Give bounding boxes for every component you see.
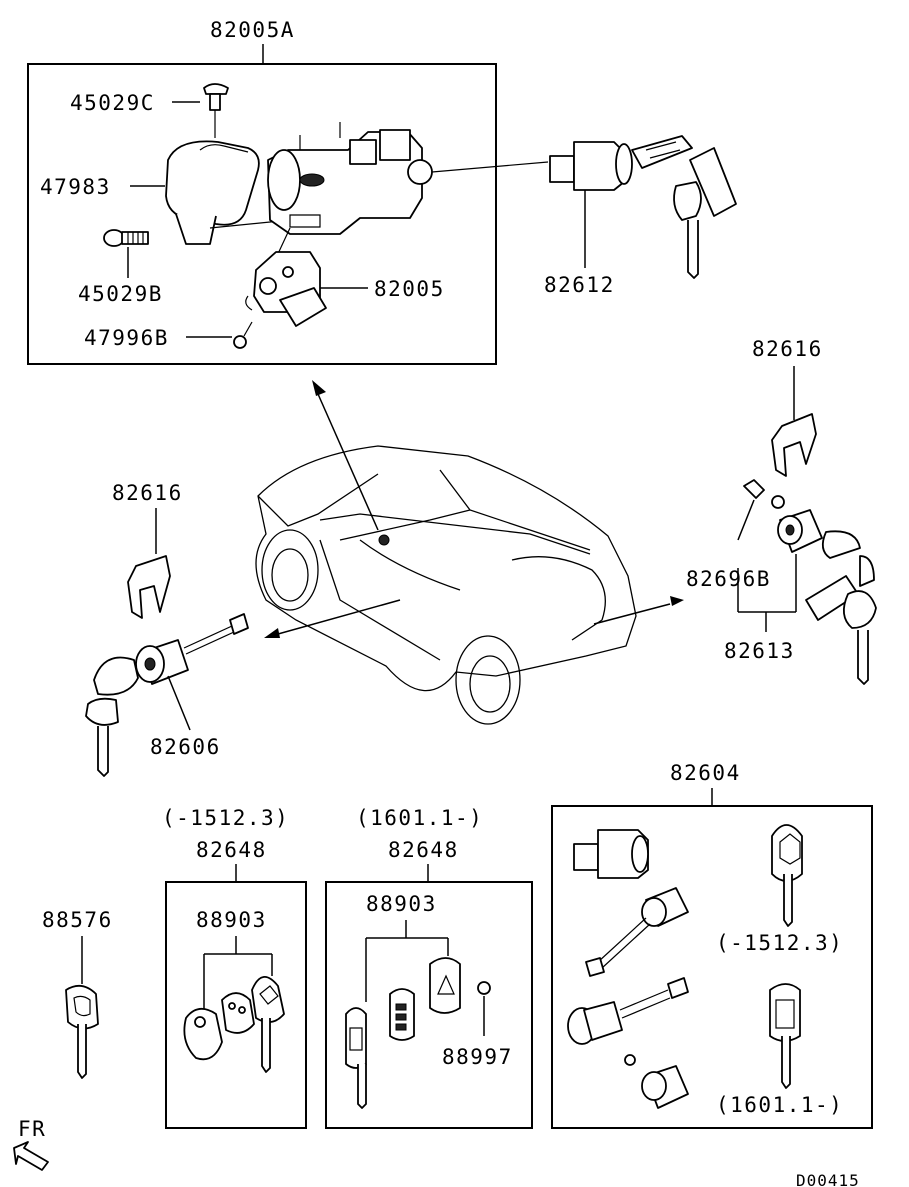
label-key-range-b: (1601.1-) — [716, 1093, 843, 1117]
label-82616-left: 82616 — [112, 481, 183, 505]
label-47983: 47983 — [40, 175, 111, 199]
key-icon — [673, 147, 737, 279]
bolt-45029B-icon — [103, 229, 149, 247]
kit-box-82604 — [551, 805, 873, 1129]
label-82005A: 82005A — [210, 18, 295, 42]
label-45029C: 45029C — [70, 91, 155, 115]
ignition-switch-icon — [267, 122, 433, 235]
arrow-to-tailgate-icon — [593, 596, 684, 625]
label-range-a: (-1512.3) — [162, 806, 289, 830]
key-icon-right — [805, 530, 877, 685]
label-82648-b: 82648 — [388, 838, 459, 862]
car-body-icon — [255, 445, 637, 725]
remote-fob-icon — [183, 976, 285, 1073]
label-88576: 88576 — [42, 908, 113, 932]
label-fr: FR — [18, 1117, 46, 1141]
label-82648-a: 82648 — [196, 838, 267, 862]
key-cylinder-82612-icon — [549, 135, 693, 191]
retainer-clip-82616-icon — [771, 413, 817, 477]
label-45029B: 45029B — [78, 282, 163, 306]
label-88997: 88997 — [442, 1045, 513, 1069]
label-range-b: (1601.1-) — [356, 806, 483, 830]
screw-47996B-icon — [233, 321, 253, 349]
label-82005: 82005 — [374, 277, 445, 301]
retainer-clip-82616-left-icon — [127, 555, 171, 619]
label-82606: 82606 — [150, 735, 221, 759]
label-82616-right: 82616 — [752, 337, 823, 361]
kit-box-82648-a — [165, 881, 307, 1129]
door-lock-cylinder-icon — [135, 613, 249, 685]
kit-box-82648-b — [325, 881, 533, 1129]
key-kit-a-icon — [771, 824, 803, 927]
remote-key-fob-icon — [345, 957, 461, 1109]
fr-arrow-icon — [13, 1141, 49, 1171]
key-88576-icon — [65, 984, 99, 1079]
label-88903-a: 88903 — [196, 908, 267, 932]
label-82604: 82604 — [670, 761, 741, 785]
label-47996B: 47996B — [84, 326, 169, 350]
label-82696B: 82696B — [686, 567, 771, 591]
label-82613: 82613 — [724, 639, 795, 663]
tailgate-lock-cylinder-icon — [743, 479, 823, 553]
label-key-range-a: (-1512.3) — [716, 931, 843, 955]
key-cylinder-kit-icons — [567, 829, 689, 1109]
key-icon-left — [85, 656, 139, 777]
ignition-switch-82005-icon — [245, 227, 327, 327]
label-82612: 82612 — [544, 273, 615, 297]
screw-45029C-icon — [203, 83, 229, 138]
battery-88997-icon — [477, 981, 491, 1036]
label-88903-b: 88903 — [366, 892, 437, 916]
arrow-to-ignition-icon — [312, 380, 379, 531]
arrow-to-driver-door-icon — [264, 599, 401, 638]
assembly-box-82005A — [27, 63, 497, 365]
drawing-number: D00415 — [796, 1171, 860, 1187]
key-kit-b-icon — [769, 983, 801, 1089]
